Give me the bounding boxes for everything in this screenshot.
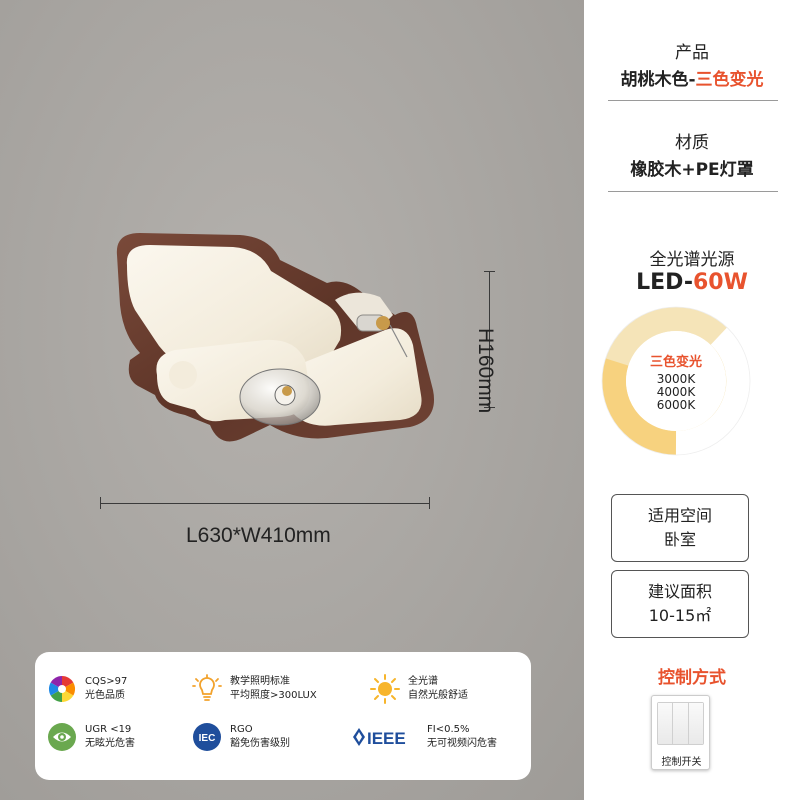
divider — [608, 191, 778, 192]
feature-card: CQS>97 光色品质 教学照明标准 平均照度>300LUX — [35, 652, 531, 780]
width-dimension-cap — [429, 497, 430, 509]
switch-key — [688, 703, 703, 744]
control-title: 控制方式 — [658, 668, 726, 688]
light-source-label: 全光谱光源 — [649, 250, 735, 270]
height-dimension-label: H160mm — [474, 328, 497, 414]
feature-line2: 光色品质 — [85, 690, 125, 701]
feature-line1: FI<0.5% — [427, 724, 470, 735]
ring-temp: 3000K — [656, 371, 696, 386]
feature-line2: 平均照度>300LUX — [230, 690, 317, 701]
product-label: 产品 — [675, 43, 709, 63]
height-dimension-line — [489, 271, 490, 408]
feature-line2: 自然光般舒适 — [408, 690, 468, 701]
feature-line2: 豁免伤害级别 — [230, 738, 290, 749]
material-label: 材质 — [675, 133, 709, 153]
wall-switch-image: 控制开关 — [651, 695, 710, 770]
height-dimension-cap — [484, 407, 495, 408]
feature-item: 教学照明标准 平均照度>300LUX — [192, 674, 317, 704]
divider — [608, 100, 778, 101]
ring-temp: 6000K — [656, 397, 696, 412]
color-temperature-ring: 三色变光 3000K 4000K 6000K — [601, 306, 751, 456]
sun-icon — [370, 674, 400, 704]
feature-line1: 全光谱 — [408, 676, 438, 687]
ieee-icon-text: IEEE — [367, 729, 406, 748]
product-section: 产品 胡桃木色-三色变光 — [584, 38, 800, 90]
eye-icon — [48, 723, 76, 751]
ring-temp: 4000K — [656, 384, 696, 399]
space-box: 适用空间 卧室 — [611, 494, 749, 562]
ring-segment-right — [675, 327, 751, 456]
switch-key — [658, 703, 674, 744]
size-dimension-label: L630*W410mm — [186, 524, 331, 547]
control-section: 控制方式 — [584, 663, 800, 688]
feature-line2: 无可视频闪危害 — [427, 738, 497, 749]
feature-item: IEC RGO 豁免伤害级别 — [192, 722, 290, 752]
width-dimension-cap — [100, 497, 101, 509]
feature-item: UGR <19 无眩光危害 — [47, 722, 135, 752]
iec-icon-text: IEC — [199, 733, 216, 744]
switch-label: 控制开关 — [661, 757, 702, 768]
feature-line1: CQS>97 — [85, 676, 128, 687]
switch-plate — [657, 702, 704, 745]
product-photo-area: H160mm L630*W410mm CQS>97 光色品质 — [0, 0, 584, 800]
ring-segment-left — [602, 358, 677, 455]
area-label: 建议面积 — [647, 582, 712, 601]
color-wheel-icon — [48, 675, 76, 703]
width-dimension-line — [100, 503, 430, 504]
area-box: 建议面积 10-15㎡ — [611, 570, 749, 638]
space-label: 适用空间 — [647, 506, 712, 525]
feature-line1: 教学照明标准 — [230, 676, 290, 687]
ring-tag: 三色变光 — [649, 354, 702, 370]
material-value: 橡胶木+PE灯罩 — [630, 160, 754, 180]
feature-line2: 无眩光危害 — [85, 738, 135, 749]
airplane-ceiling-lamp — [116, 233, 435, 442]
feature-line1: RGO — [230, 724, 253, 735]
feature-item: CQS>97 光色品质 — [47, 674, 127, 704]
feature-item: 全光谱 自然光般舒适 — [370, 674, 468, 704]
space-value: 卧室 — [663, 530, 696, 549]
height-dimension-cap — [484, 271, 495, 272]
feature-line1: UGR <19 — [85, 724, 132, 735]
switch-key — [673, 703, 689, 744]
iec-icon: IEC — [193, 723, 221, 751]
spec-panel: 产品 胡桃木色-三色变光 材质 橡胶木+PE灯罩 全光谱光源 LED-60W 三… — [584, 0, 800, 800]
light-source-value: LED- — [636, 270, 693, 295]
area-value: 10-15㎡ — [648, 606, 712, 625]
material-section: 材质 橡胶木+PE灯罩 — [584, 128, 800, 180]
light-source-section: 全光谱光源 LED-60W — [584, 245, 800, 295]
light-source-power: 60W — [692, 270, 748, 295]
product-value-accent: 三色变光 — [695, 70, 764, 90]
feature-item: IEEE FI<0.5% 无可视频闪危害 — [351, 722, 497, 752]
product-value: 胡桃木色- — [620, 70, 696, 90]
lightbulb-icon — [192, 674, 222, 701]
ieee-icon: IEEE — [353, 728, 406, 748]
